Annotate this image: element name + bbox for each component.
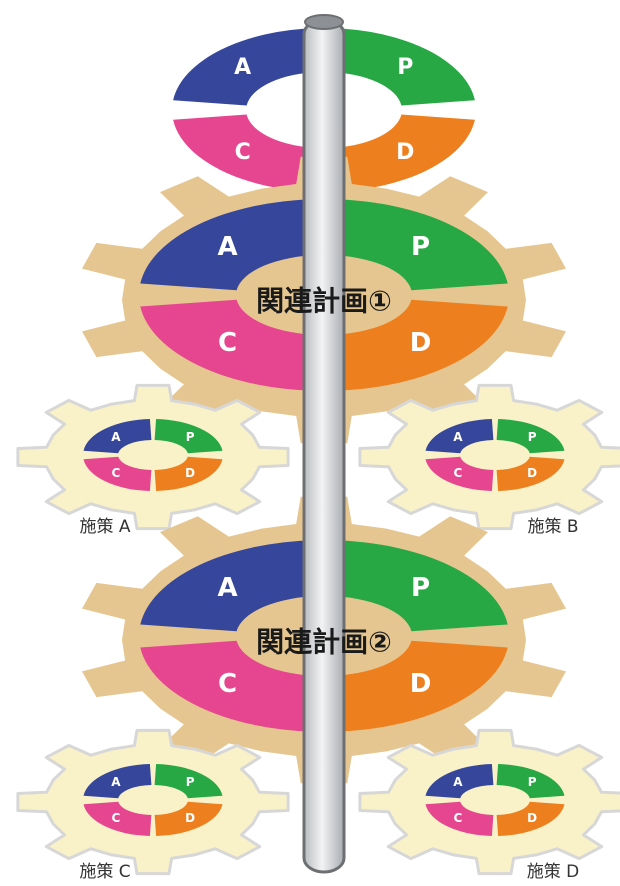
act-letter: A [234, 55, 251, 80]
plan-letter: P [528, 775, 537, 789]
check-letter: C [453, 811, 462, 825]
diagram-back-layer: A P D C A P D C 関連計画① A P D C 施策 A A P D C 施策 B A P D C… [16, 28, 620, 882]
plan-letter: P [411, 573, 430, 603]
measure-d-label: 施策 D [527, 862, 580, 881]
plan-segment [327, 28, 475, 106]
plan-segment [154, 764, 223, 799]
plan-letter: P [186, 775, 195, 789]
act-segment [425, 419, 494, 454]
check-segment [425, 801, 494, 836]
plan-letter: P [397, 55, 413, 80]
check-letter: C [111, 466, 120, 480]
check-segment [83, 456, 152, 491]
do-letter: D [410, 669, 432, 699]
check-segment [140, 640, 320, 732]
gear-small-c-shape [16, 728, 290, 876]
do-segment [327, 114, 475, 192]
do-letter: D [527, 811, 537, 825]
plan-segment [496, 764, 565, 799]
plan-letter: P [528, 430, 537, 444]
do-letter: D [185, 466, 195, 480]
act-letter: A [453, 775, 463, 789]
check-letter: C [453, 466, 462, 480]
plan-1-label-front: 関連計画① [256, 285, 392, 318]
act-segment [140, 540, 320, 632]
check-segment [173, 114, 321, 192]
act-segment [173, 28, 321, 106]
check-letter: C [218, 328, 237, 358]
act-segment [425, 764, 494, 799]
plan-segment [328, 199, 508, 291]
check-segment [425, 456, 494, 491]
measure-a-label: 施策 A [79, 517, 130, 537]
gear-small-d [358, 728, 620, 876]
plan-segment [496, 419, 565, 454]
act-segment [83, 419, 152, 454]
measure-a: A P D C 施策 A [16, 383, 290, 537]
act-letter: A [111, 430, 121, 444]
act-letter: A [453, 430, 463, 444]
measure-b: A P D C 施策 B [358, 383, 620, 537]
act-letter: A [217, 232, 237, 262]
do-letter: D [185, 811, 195, 825]
measure-c-label: 施策 C [79, 862, 130, 881]
act-letter: A [217, 573, 237, 603]
gear-small-d-shape [358, 728, 620, 876]
plan-letter: P [411, 232, 430, 262]
do-segment [154, 801, 223, 836]
act-segment [83, 764, 152, 799]
gear-small-b [358, 383, 620, 531]
gear-small-a-shape [16, 383, 290, 531]
plan-2-label-front: 関連計画② [256, 626, 392, 659]
do-letter: D [527, 466, 537, 480]
measure-b-label: 施策 B [527, 517, 578, 537]
plan-segment [328, 540, 508, 632]
do-letter: D [410, 328, 432, 358]
measure-d: A P D C 施策 D [358, 728, 620, 882]
front-labels: 関連計画① 関連計画② [256, 285, 392, 659]
plan-segment [154, 419, 223, 454]
check-letter: C [218, 669, 237, 699]
gear-small-a [16, 383, 290, 531]
do-segment [328, 640, 508, 732]
check-segment [83, 801, 152, 836]
top-cycle: A P D C [173, 28, 475, 192]
gear-small-c [16, 728, 290, 876]
do-segment [154, 456, 223, 491]
gear-small-b-shape [358, 383, 620, 531]
do-letter: D [396, 140, 414, 165]
check-letter: C [235, 140, 251, 165]
do-segment [496, 456, 565, 491]
central-pole [302, 14, 346, 874]
related-plan-2: A P D C 関連計画② [82, 496, 566, 784]
measure-c: A P D C 施策 C [16, 728, 290, 882]
do-segment [328, 299, 508, 391]
act-segment [140, 199, 320, 291]
check-letter: C [111, 811, 120, 825]
do-segment [496, 801, 565, 836]
plan-letter: P [186, 430, 195, 444]
act-letter: A [111, 775, 121, 789]
check-segment [140, 299, 320, 391]
